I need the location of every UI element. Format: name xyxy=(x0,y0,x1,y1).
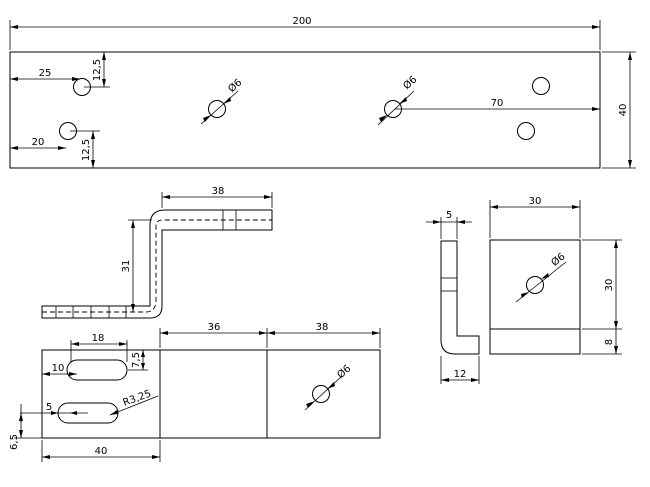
top-view xyxy=(9,51,601,169)
dim-hole-edge-x2: 20 xyxy=(10,137,66,150)
dim-text-plate-width: 40 xyxy=(618,104,629,117)
slot-upper xyxy=(66,359,128,381)
front-view-hole xyxy=(526,276,544,294)
bent-profile-centerline xyxy=(42,219,272,313)
dim-text-bent-top-leg: 38 xyxy=(212,186,225,197)
dim-bottom-offset: 6,5 xyxy=(9,413,42,450)
dim-text-side-thickness: 5 xyxy=(446,210,452,221)
dim-text-hole-dia-1: Ø6 xyxy=(226,77,245,95)
front-view xyxy=(489,239,581,355)
hole-center-1 xyxy=(208,100,226,118)
dim-hole-edge-x: 25 xyxy=(10,68,80,81)
dim-side-depth: 12 xyxy=(440,356,480,384)
bent-profile xyxy=(41,209,273,319)
dim-side-thickness: 5 xyxy=(426,210,472,239)
dim-text-hole-to-end: 70 xyxy=(491,98,504,109)
dim-text-overall-length: 200 xyxy=(292,16,311,27)
side-view xyxy=(440,240,480,355)
dim-bent-top-leg: 38 xyxy=(161,186,273,208)
dim-hole-offset-bottom: 12,5 xyxy=(70,130,100,168)
dim-text-slot-radius: R3,25 xyxy=(122,388,153,408)
dim-slot-width: 5 xyxy=(20,402,88,423)
dim-bent-height: 31 xyxy=(121,219,152,312)
dim-slot-offset: 10 xyxy=(42,363,77,376)
dim-text-hole-offset-bottom: 12,5 xyxy=(81,139,92,161)
dim-text-front-base: 8 xyxy=(604,339,615,345)
top-view-outline xyxy=(9,51,601,169)
dim-text-front-height: 30 xyxy=(604,279,615,292)
dim-text-slot-offset: 10 xyxy=(52,363,65,374)
dim-hole-dia-2: Ø6 xyxy=(377,74,420,126)
front-view-outline xyxy=(489,239,581,355)
dim-text-side-depth: 12 xyxy=(454,369,467,380)
dim-text-front-hole-dia: Ø6 xyxy=(549,251,568,269)
dim-text-section-1: 40 xyxy=(95,446,108,457)
dim-section-3: 38 xyxy=(267,322,381,348)
dim-text-hole-offset-top: 12,5 xyxy=(92,59,103,81)
dim-front-hole-dia: Ø6 xyxy=(515,251,568,303)
flat-pattern xyxy=(41,349,381,439)
flat-pattern-outline xyxy=(41,349,381,439)
hole-bottom-right xyxy=(517,122,535,140)
dim-text-hole-edge-x: 25 xyxy=(39,68,52,79)
dim-front-base: 8 xyxy=(582,329,622,355)
dim-hole-offset-top: 12,5 xyxy=(84,52,110,88)
dim-text-flat-hole-dia: Ø6 xyxy=(335,363,354,381)
dim-slot-height: 7,5 xyxy=(128,350,148,371)
dim-section-1: 40 xyxy=(41,440,161,462)
dim-text-slot-width: 5 xyxy=(46,402,52,413)
flat-hole xyxy=(312,385,330,403)
dim-plate-width: 40 xyxy=(602,51,636,169)
dim-section-2: 36 xyxy=(159,322,268,348)
dim-text-front-width: 30 xyxy=(529,196,542,207)
dim-hole-to-end: 70 xyxy=(395,98,600,111)
dim-overall-length: 200 xyxy=(9,16,601,50)
dim-flat-hole-dia: Ø6 xyxy=(304,363,354,411)
dim-text-bottom-offset: 6,5 xyxy=(9,434,20,450)
bent-profile-outline xyxy=(41,209,273,319)
dim-front-width: 30 xyxy=(489,196,581,238)
side-view-outline xyxy=(440,240,480,355)
dim-slot-length: 18 xyxy=(70,333,128,362)
dim-text-section-2: 36 xyxy=(208,322,221,333)
dim-text-hole-dia-2: Ø6 xyxy=(401,74,420,92)
dim-text-slot-length: 18 xyxy=(92,333,105,344)
dim-slot-radius: R3,25 xyxy=(109,388,159,416)
dim-text-bent-height: 31 xyxy=(121,260,132,273)
dim-text-hole-edge-x2: 20 xyxy=(32,137,45,148)
dim-text-slot-height: 7,5 xyxy=(131,352,142,368)
dim-hole-dia-1: Ø6 xyxy=(200,77,245,125)
dim-front-height: 30 xyxy=(582,239,622,330)
hole-top-right xyxy=(532,77,550,95)
dim-text-section-3: 38 xyxy=(316,322,329,333)
